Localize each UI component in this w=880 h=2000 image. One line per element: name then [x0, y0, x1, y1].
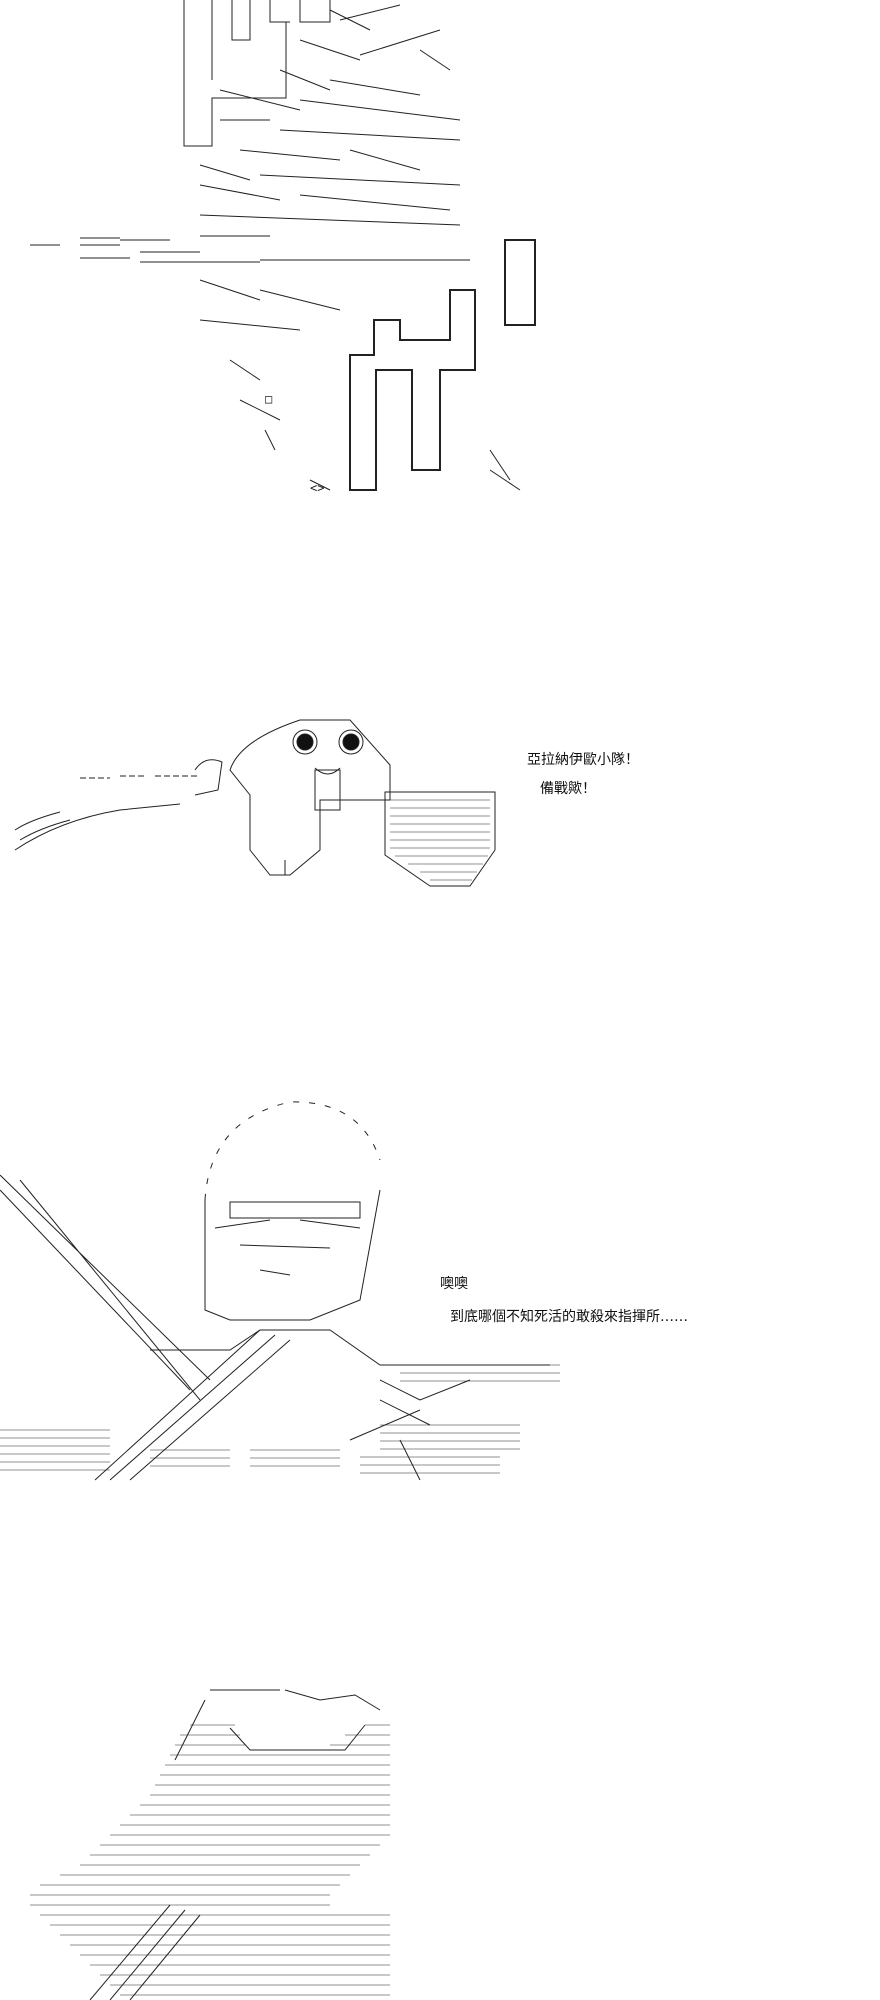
speech-line-1: 亞拉納伊歐小隊！ — [527, 752, 639, 768]
svg-text:□: □ — [265, 392, 272, 406]
mouth — [315, 768, 340, 774]
body-hatching — [0, 1365, 560, 1473]
shield-hatching — [390, 800, 490, 880]
head-outline — [175, 1690, 380, 1760]
block-glyph-right — [350, 240, 535, 490]
ascii-art-commander — [0, 1080, 880, 1520]
block-glyph-left — [184, 0, 330, 146]
blade-fragment — [90, 1905, 200, 2000]
sketch-lines-bottom — [200, 280, 520, 490]
closeup-hatching — [30, 1725, 390, 1995]
open-mouth — [315, 770, 340, 810]
ascii-art-closeup — [0, 1560, 880, 2000]
speed-dashes — [80, 776, 200, 778]
panel-battle-scene: <> □ — [0, 0, 880, 520]
sketch-lines-top — [200, 5, 460, 225]
ascii-art-battle: <> □ — [0, 0, 880, 495]
eye-left — [297, 734, 313, 750]
creature-body — [230, 720, 390, 875]
svg-text:<>: <> — [310, 481, 324, 495]
tail-stroke — [15, 804, 180, 850]
speed-lines — [30, 236, 470, 262]
head-dome — [205, 1102, 380, 1200]
ascii-art-creature — [0, 700, 880, 940]
hand — [195, 760, 222, 795]
speech-line-3: 噢噢 — [440, 1276, 468, 1292]
shield — [385, 792, 495, 886]
speech-line-2: 備戰歟！ — [540, 781, 596, 797]
panel-closeup — [0, 1560, 880, 2000]
blade-right — [95, 1330, 290, 1480]
eye-right — [343, 734, 359, 750]
arm-lines — [350, 1400, 430, 1480]
blade-left — [0, 1175, 210, 1400]
face-features — [215, 1220, 360, 1275]
head-outline — [205, 1190, 380, 1320]
panel-creature-shout: 亞拉納伊歐小隊！ 備戰歟！ — [0, 700, 880, 940]
sunglasses — [230, 1202, 360, 1218]
goggle-shape — [230, 1725, 365, 1750]
speech-line-4: 到底哪個不知死活的敢殺來指揮所…… — [450, 1309, 688, 1325]
panel-commander: 噢噢 到底哪個不知死活的敢殺來指揮所…… — [0, 1080, 880, 1520]
